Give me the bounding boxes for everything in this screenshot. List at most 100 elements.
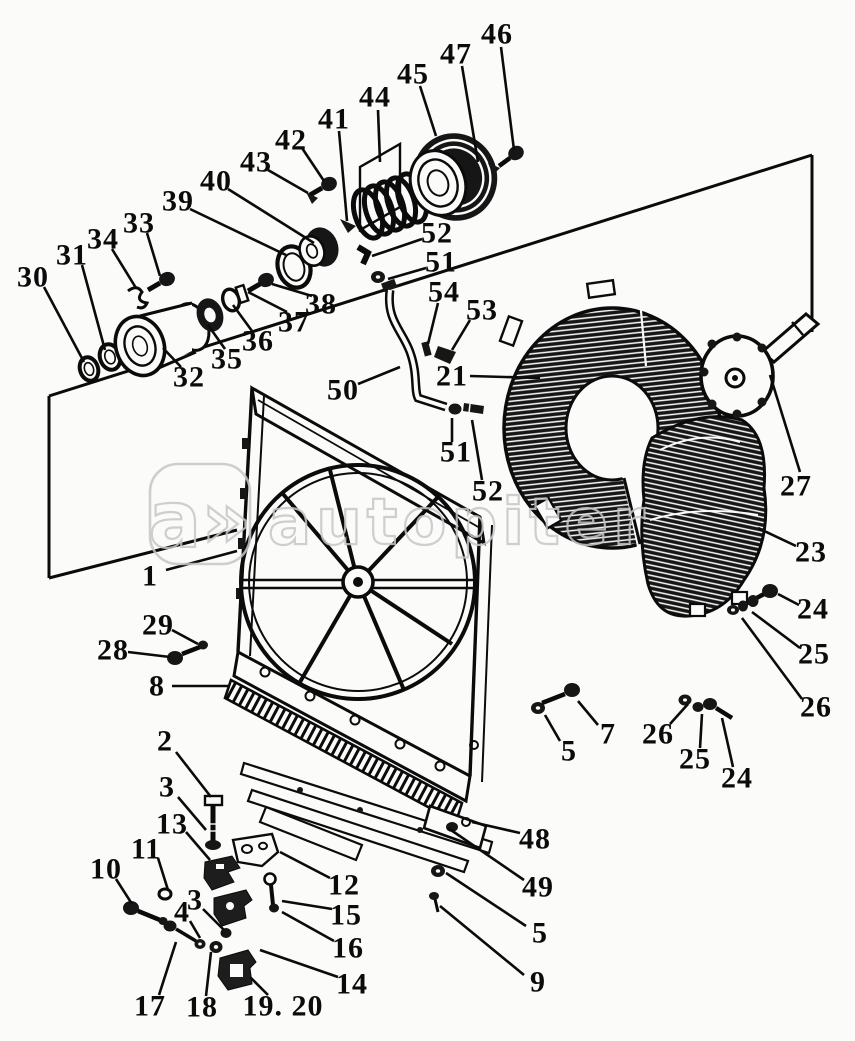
callout-51: 51: [425, 246, 457, 279]
bolt-46: [497, 145, 524, 168]
bottom-tank: [232, 649, 472, 804]
callout-12: 12: [328, 869, 360, 902]
callout-37: 37: [278, 306, 310, 339]
fan-guard: [239, 463, 477, 701]
leader-3: [202, 908, 225, 931]
pin-9: [429, 892, 440, 913]
callout-23: 23: [795, 536, 827, 569]
callout-26: 26: [800, 691, 832, 724]
leader-30: [42, 286, 86, 363]
callout-38: 38: [305, 288, 337, 321]
leader-38: [271, 282, 313, 298]
hinge-13: [203, 855, 241, 891]
pin-54: [421, 341, 432, 357]
callout-4: 4: [174, 896, 190, 929]
screw-43: [306, 192, 318, 204]
leader-5: [543, 714, 562, 742]
fitting-53: [434, 346, 456, 364]
leader-42: [300, 147, 326, 182]
callout-19-20: 19. 20: [243, 990, 324, 1023]
leader-16: [281, 910, 335, 943]
fan-drive-group: [275, 133, 524, 290]
callout-52: 52: [472, 475, 504, 508]
leader-51: [387, 266, 427, 281]
leader-50: [357, 365, 401, 386]
callout-7: 7: [600, 718, 616, 751]
callout-21: 21: [436, 360, 468, 393]
bolt-7-nut-5: [531, 683, 580, 714]
leader-9: [439, 904, 525, 977]
callout-10: 10: [90, 853, 122, 886]
leader-29: [171, 628, 199, 646]
callout-25: 25: [679, 743, 711, 776]
callout-36: 36: [242, 325, 274, 358]
callout-48: 48: [519, 823, 551, 856]
fan-spider-27: [699, 312, 821, 419]
leader-2: [174, 751, 213, 798]
callout-18: 18: [186, 991, 218, 1024]
leader-3: [177, 796, 207, 831]
union-52b: [463, 403, 484, 414]
callout-32: 32: [173, 361, 205, 394]
callout-25: 25: [798, 638, 830, 671]
leader-21: [469, 374, 541, 380]
callout-16: 16: [332, 932, 364, 965]
callout-30: 30: [17, 261, 49, 294]
callout-44: 44: [359, 81, 391, 114]
callout-29: 29: [142, 609, 174, 642]
washer-3a: [205, 840, 221, 850]
callout-43: 43: [240, 146, 272, 179]
radiator-assembly: [223, 385, 493, 824]
callout-42: 42: [275, 124, 307, 157]
callout-1: 1: [142, 560, 158, 593]
callout-34: 34: [87, 223, 119, 256]
bolt-33: [146, 271, 175, 293]
bolt-10: [123, 901, 168, 925]
leader-48: [471, 820, 521, 835]
fastener-set-upper: [727, 584, 778, 615]
leader-13: [185, 831, 211, 861]
leader-36: [231, 304, 254, 332]
callout-14: 14: [336, 968, 368, 1001]
leader-5: [445, 871, 527, 928]
callout-31: 31: [56, 239, 88, 272]
bolt-42: [308, 176, 337, 198]
callout-33: 33: [123, 207, 155, 240]
leader-17: [157, 941, 178, 996]
bolt-17: [163, 920, 197, 943]
callout-2: 2: [157, 725, 173, 758]
callout-15: 15: [330, 899, 362, 932]
callout-27: 27: [780, 470, 812, 503]
callout-3: 3: [159, 771, 175, 804]
leader-10: [114, 878, 134, 905]
watermark-text: autopiter: [268, 486, 650, 560]
callout-40: 40: [200, 165, 232, 198]
callout-45: 45: [397, 58, 429, 91]
clip-34: [127, 286, 150, 310]
leader-49: [447, 826, 525, 882]
leader-31: [80, 264, 107, 351]
leader-52: [371, 237, 423, 258]
leader-4: [188, 920, 202, 939]
callout-11: 11: [131, 833, 161, 866]
leader-7: [577, 700, 599, 726]
washer-41: [340, 219, 356, 233]
leader-33: [145, 232, 162, 277]
watermark-logo: a»: [148, 476, 251, 566]
bracket-12: [231, 832, 280, 868]
callout-41: 41: [318, 103, 350, 136]
watermark: a» autopiter: [147, 462, 650, 567]
leader-28: [127, 650, 171, 659]
callout-26: 26: [642, 718, 674, 751]
nut-51b: [448, 403, 462, 415]
lower-support-group: [239, 761, 494, 913]
pipe-50: [381, 278, 484, 415]
leader-41: [337, 130, 349, 222]
fan-shroud-lower: [640, 415, 768, 618]
leader-11: [156, 857, 170, 891]
callout-47: 47: [440, 38, 472, 71]
leader-47: [460, 65, 480, 163]
leader-25: [698, 713, 704, 749]
